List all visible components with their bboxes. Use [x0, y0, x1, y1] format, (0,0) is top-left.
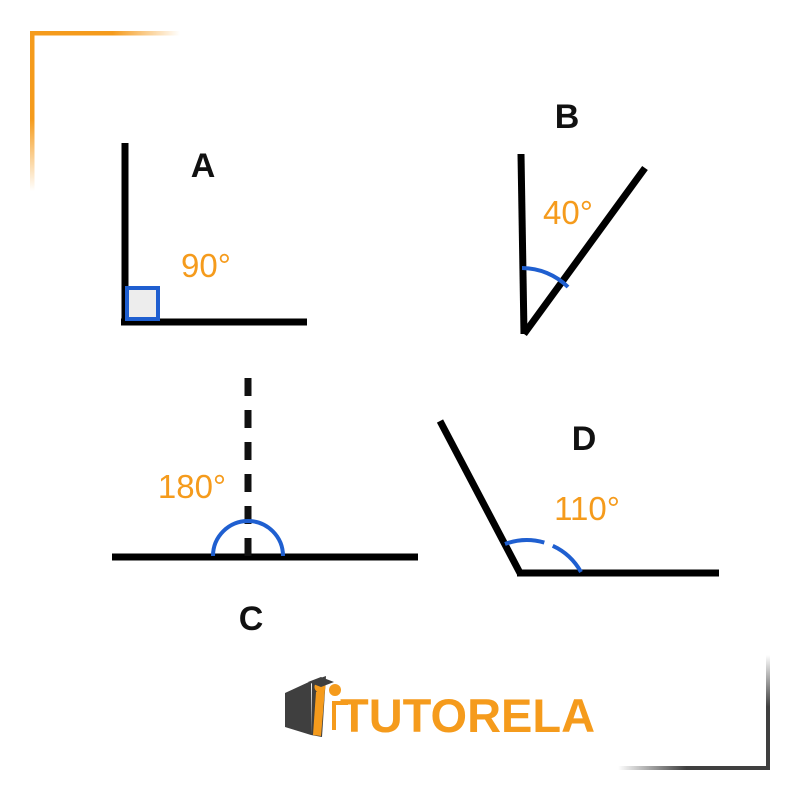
- figure-c-letter: C: [239, 600, 264, 638]
- figure-d-letter: D: [572, 420, 597, 458]
- figure-a-angle-value: 90°: [181, 247, 231, 284]
- figure-c-straight-angle: 180° C: [112, 378, 418, 638]
- figure-b-ray-diagonal: [521, 165, 648, 337]
- gray-bracket-vertical: [766, 655, 770, 770]
- figure-a-right-angle-marker: [125, 286, 160, 321]
- tutorela-wordmark: TUTORELA: [340, 689, 595, 742]
- orange-bracket-horizontal: [30, 31, 180, 36]
- figure-a-right-angle: A 90°: [121, 143, 307, 326]
- figure-d-obtuse-angle: D 110°: [436, 419, 719, 577]
- figure-head-secondary: [329, 684, 341, 696]
- logo-angle-mark: [332, 701, 348, 730]
- gray-bracket-horizontal: [618, 766, 770, 770]
- orange-corner-bracket: [30, 31, 180, 191]
- figure-c-angle-value: 180°: [158, 468, 226, 505]
- orange-bracket-vertical: [30, 31, 35, 191]
- figure-body: [313, 689, 325, 736]
- figure-b-acute-angle: B 40°: [517, 98, 648, 337]
- figure-a-letter: A: [191, 147, 216, 185]
- figure-c-angle-arc: [211, 519, 285, 557]
- figure-b-letter: B: [555, 98, 580, 136]
- figure-d-angle-value: 110°: [554, 490, 620, 527]
- graduation-cap: [308, 677, 334, 687]
- book-left-panel: [285, 681, 311, 735]
- figure-b-angle-arc: [521, 266, 570, 289]
- tutorela-logo: TUTORELA: [285, 676, 595, 742]
- figure-b-angle-value: 40°: [543, 194, 593, 231]
- gray-corner-bracket: [618, 655, 770, 770]
- graduate-book-icon: [285, 676, 348, 737]
- figure-b-ray-vertical: [517, 153, 528, 335]
- figure-d-angle-arc: [504, 538, 583, 573]
- figure-d-ray-diagonal: [436, 419, 524, 575]
